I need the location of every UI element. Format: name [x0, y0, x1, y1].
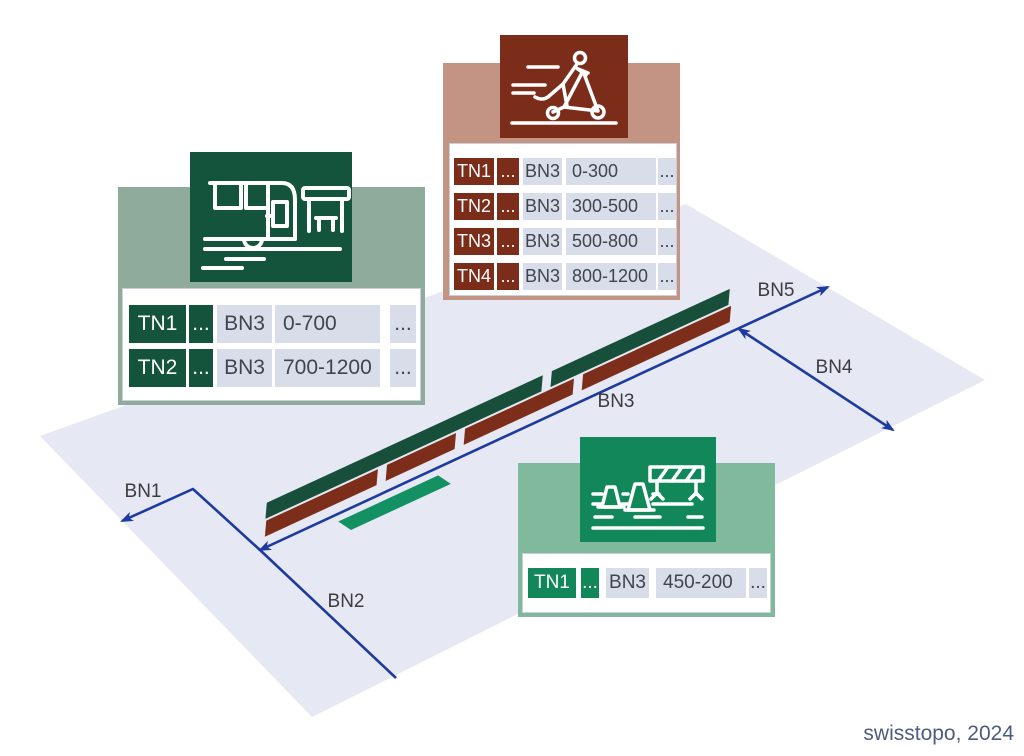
bn-chip: BN3	[606, 568, 649, 598]
tn-chip: TN3	[454, 228, 494, 255]
bn4-line	[737, 327, 895, 432]
tn-chip: TN1	[528, 568, 576, 598]
range-chip: 300-500	[566, 193, 656, 220]
bn2-label: BN2	[328, 591, 365, 612]
tram-attribute-table: TN1 ... BN3 0-700 ... TN2 ... BN3 700-12…	[122, 288, 421, 401]
bn-chip: BN3	[217, 349, 272, 387]
range-chip: 800-1200	[566, 263, 656, 290]
table-row: TN3 ... BN3 500-800 ...	[454, 228, 676, 255]
range-chip: 500-800	[566, 228, 656, 255]
tram-station-icon	[190, 152, 352, 282]
dots-chip: ...	[189, 349, 213, 387]
range-chip: 0-700	[275, 305, 380, 343]
bn-chip: BN3	[523, 158, 562, 185]
more-chip: ...	[658, 193, 676, 220]
table-row: TN1 ... BN3 450-200 ...	[528, 568, 770, 598]
table-row: TN1 ... BN3 0-700 ...	[129, 305, 420, 343]
dots-chip: ...	[497, 193, 519, 220]
range-chip: 450-200	[656, 568, 746, 598]
attribution: swisstopo, 2024	[863, 722, 1014, 745]
more-chip: ...	[390, 349, 416, 387]
construction-icon	[580, 437, 716, 542]
bn-chip: BN3	[217, 305, 272, 343]
construction-attribute-table: TN1 ... BN3 450-200 ...	[522, 553, 771, 613]
construction-card: TN1 ... BN3 450-200 ...	[518, 437, 775, 617]
table-row: TN2 ... BN3 700-1200 ...	[129, 349, 420, 387]
tn-chip: TN1	[454, 158, 494, 185]
more-chip: ...	[658, 263, 676, 290]
bn3-bn5-axis	[258, 285, 830, 552]
scooter-attribute-table: TN1 ... BN3 0-300 ... TN2 ... BN3 300-50…	[449, 143, 677, 296]
dots-chip: ...	[497, 228, 519, 255]
more-chip: ...	[749, 568, 767, 598]
tn-chip: TN2	[129, 349, 186, 387]
tn-chip: TN4	[454, 263, 494, 290]
table-row: TN4 ... BN3 800-1200 ...	[454, 263, 676, 290]
range-chip: 700-1200	[275, 349, 380, 387]
bn1-label: BN1	[125, 481, 162, 502]
dots-chip: ...	[497, 158, 519, 185]
bn4-label: BN4	[816, 357, 853, 378]
bn-chip: BN3	[523, 263, 562, 290]
scooter-card: TN1 ... BN3 0-300 ... TN2 ... BN3 300-50…	[443, 35, 680, 300]
dots-chip: ...	[497, 263, 519, 290]
range-chip: 0-300	[566, 158, 656, 185]
bn-chip: BN3	[523, 228, 562, 255]
kick-scooter-icon	[500, 35, 628, 138]
tn-chip: TN2	[454, 193, 494, 220]
tn-chip: TN1	[129, 305, 186, 343]
more-chip: ...	[658, 158, 676, 185]
more-chip: ...	[390, 305, 416, 343]
bn3-label: BN3	[598, 391, 635, 412]
bn5-label: BN5	[758, 280, 795, 301]
base-network-lines	[120, 285, 895, 679]
bn1-bn2-line	[120, 487, 397, 679]
table-row: TN2 ... BN3 300-500 ...	[454, 193, 676, 220]
dots-chip: ...	[189, 305, 213, 343]
bn-chip: BN3	[523, 193, 562, 220]
table-row: TN1 ... BN3 0-300 ...	[454, 158, 676, 185]
more-chip: ...	[658, 228, 676, 255]
tram-card: TN1 ... BN3 0-700 ... TN2 ... BN3 700-12…	[118, 152, 425, 405]
dots-chip: ...	[581, 568, 599, 598]
